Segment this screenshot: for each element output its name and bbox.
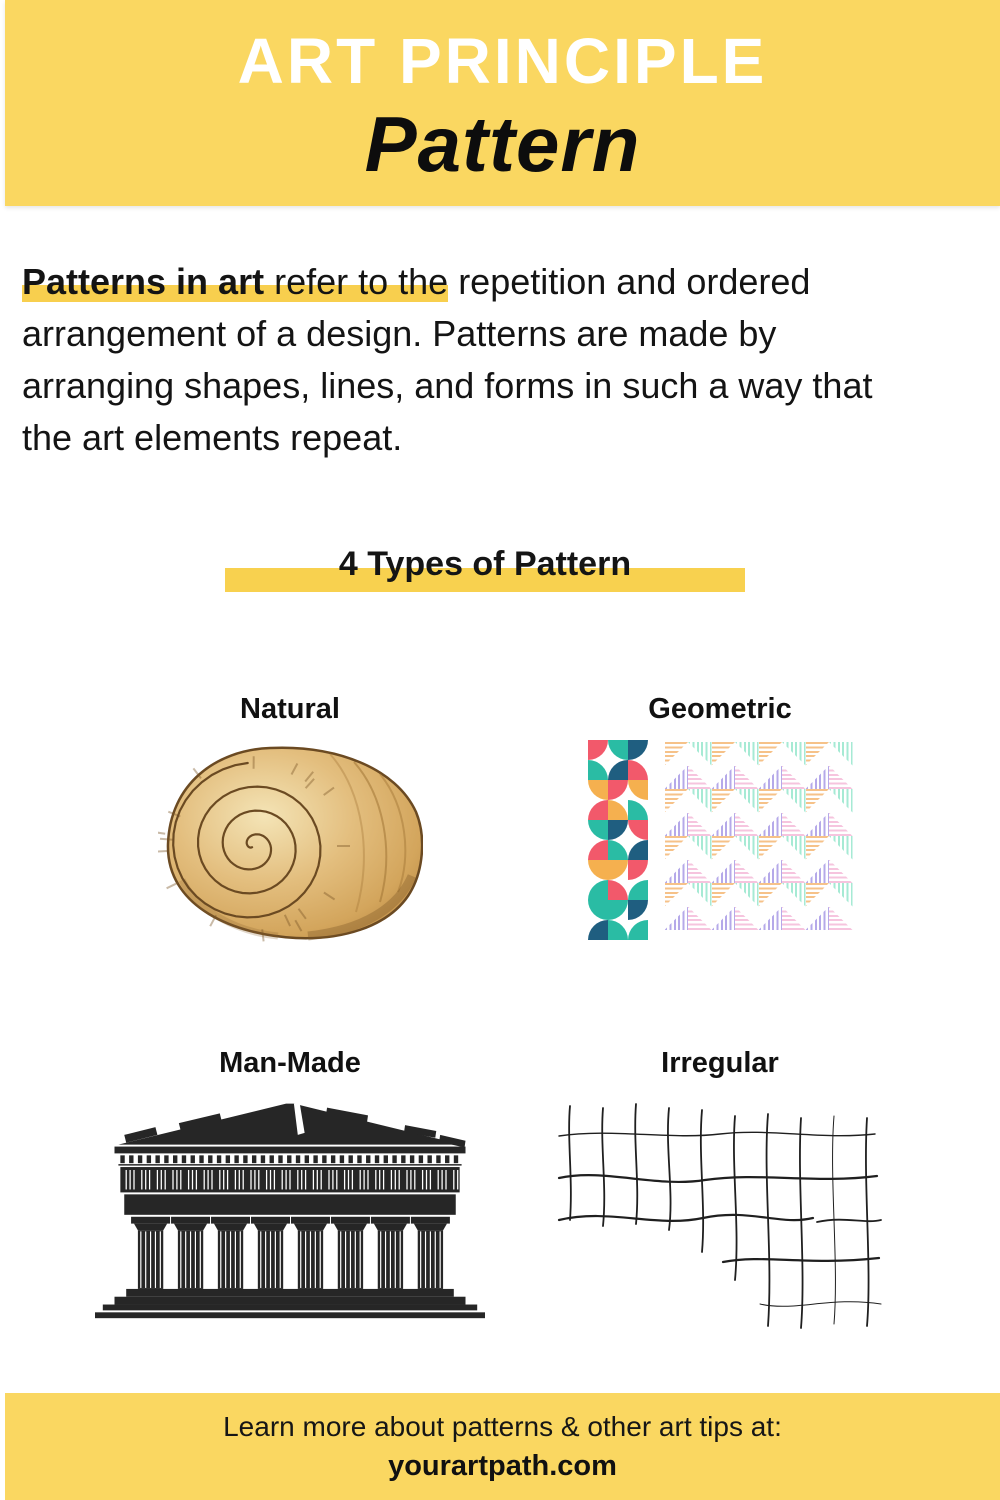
header-kicker: ART PRINCIPLE: [237, 25, 768, 97]
intro-line1-rest: repetition and ordered: [448, 261, 811, 302]
intro-paragraph: Patterns in art refer to the repetition …: [22, 256, 970, 464]
intro-line4: the art elements repeat.: [22, 417, 403, 458]
man-made-figure: [80, 1094, 500, 1322]
section-heading: 4 Types of Pattern: [338, 545, 632, 583]
heading-highlight-bar: [225, 568, 745, 592]
intro-lead-bold: Patterns in art: [22, 261, 265, 302]
shell-spiral: [171, 761, 322, 919]
footer-band: Learn more about patterns & other art ti…: [5, 1393, 1000, 1500]
type-card-irregular: Irregular: [500, 1042, 1000, 1334]
shell-streaks: [157, 756, 350, 942]
intro-line3: arranging shapes, lines, and forms in su…: [22, 365, 873, 406]
type-label-geometric: Geometric: [648, 693, 792, 725]
section-heading-block: 4 Types of Pattern: [0, 544, 1000, 604]
geometric-figure: [500, 740, 940, 940]
parthenon-columns: [130, 1216, 451, 1290]
type-label-irregular: Irregular: [661, 1047, 779, 1079]
natural-figure: [80, 740, 500, 942]
parthenon-dentils: [120, 1155, 459, 1164]
parthenon-image: [95, 1103, 485, 1319]
type-card-natural: Natural: [0, 688, 500, 942]
footer-url: yourartpath.com: [388, 1450, 617, 1482]
wavy-grid-image: [557, 1103, 882, 1329]
type-card-geometric: Geometric: [500, 688, 1000, 942]
page-title: Pattern: [364, 100, 641, 188]
snail-shell-image: [157, 746, 423, 942]
quarter-circle-pattern: [587, 740, 648, 940]
irregular-figure: [500, 1094, 940, 1334]
intro-lead-rest: refer to the: [264, 261, 449, 302]
intro-line2: arrangement of a design. Patterns are ma…: [22, 313, 777, 354]
type-label-man-made: Man-Made: [219, 1047, 361, 1079]
header-band: ART PRINCIPLE Pattern: [5, 0, 1000, 206]
triangle-grid-pattern: [664, 742, 853, 930]
footer-text: Learn more about patterns & other art ti…: [223, 1411, 782, 1442]
intro-highlight: Patterns in art refer to the: [22, 261, 449, 302]
parthenon-triglyphs: [125, 1169, 463, 1190]
types-grid: Natural: [0, 688, 1000, 1334]
type-card-man-made: Man-Made: [0, 1042, 500, 1334]
type-label-natural: Natural: [240, 693, 340, 725]
